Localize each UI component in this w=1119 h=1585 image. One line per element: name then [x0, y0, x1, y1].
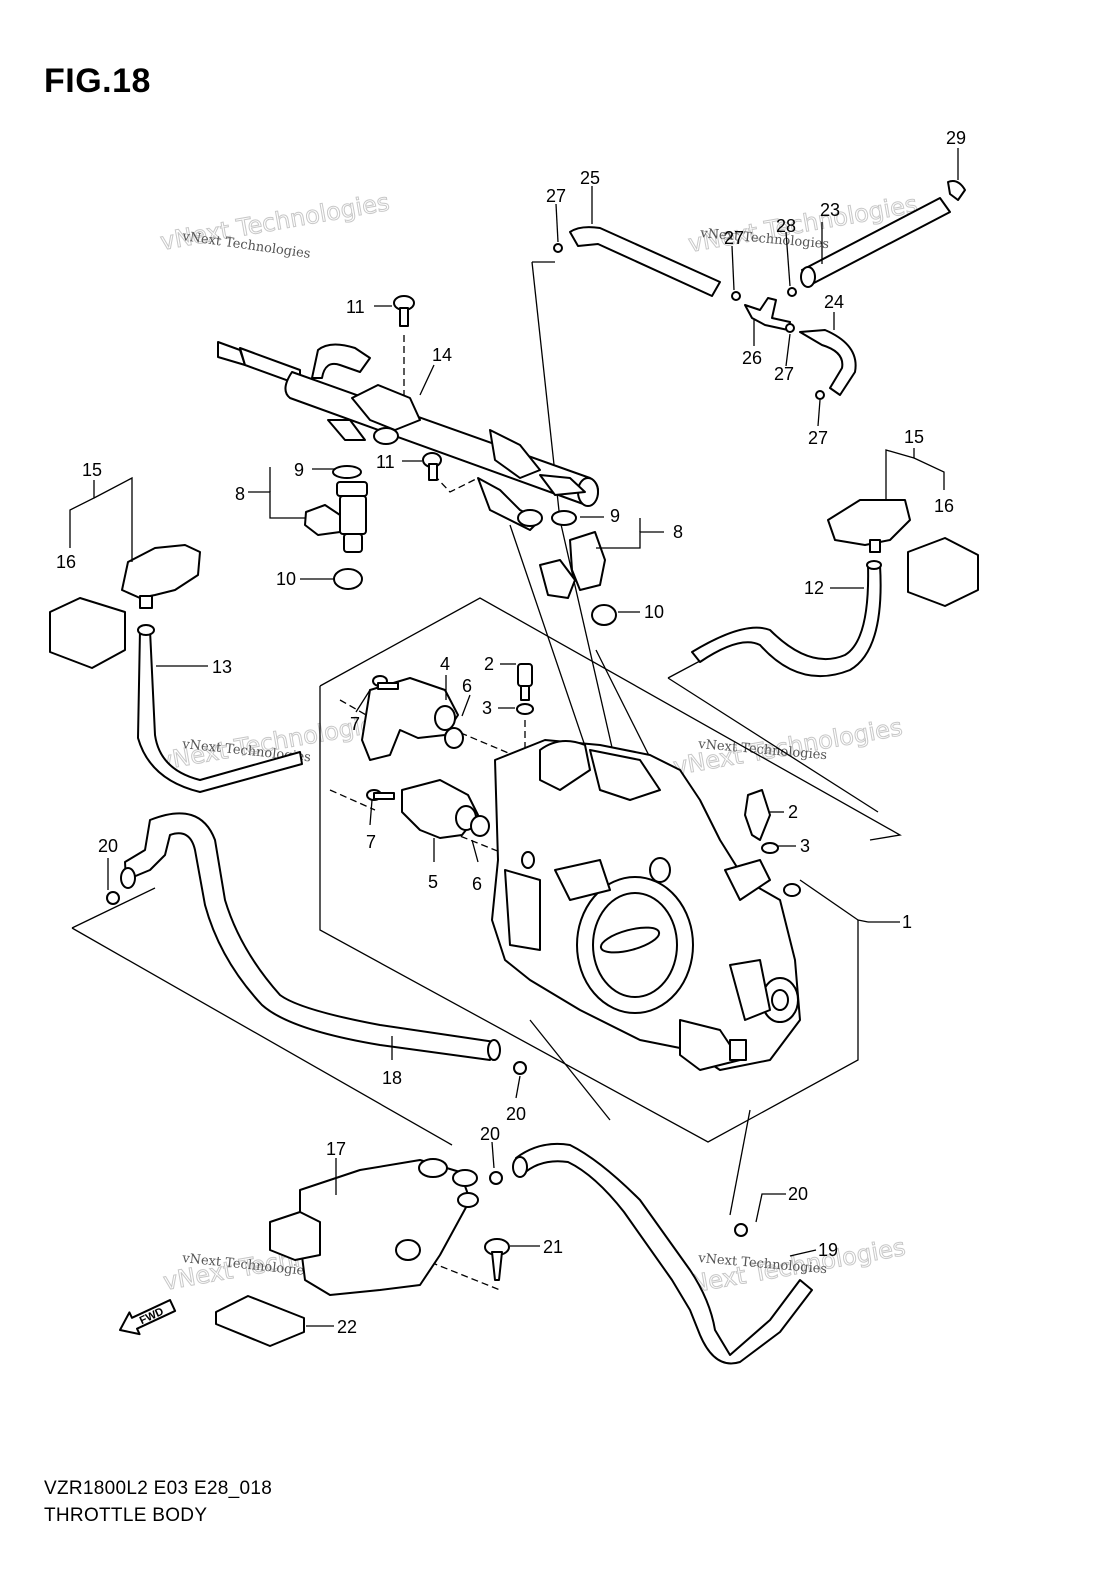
callout-22: 22	[337, 1317, 357, 1337]
callout-25: 25	[580, 168, 600, 188]
callout-20: 20	[506, 1104, 526, 1124]
callout-2: 2	[788, 802, 798, 822]
callout-17: 17	[326, 1139, 346, 1159]
fuel-injector-right	[539, 510, 617, 626]
callout-20: 20	[480, 1124, 500, 1144]
hose-12	[691, 560, 882, 678]
callout-4: 4	[440, 654, 450, 674]
figure-title: FIG.18	[44, 62, 151, 100]
idle-adjust-screw-top	[516, 663, 534, 715]
callout-3: 3	[482, 698, 492, 718]
callout-9: 9	[610, 506, 620, 526]
callout-5: 5	[428, 872, 438, 892]
model-code: VZR1800L2 E03 E28_018	[44, 1478, 273, 1499]
callout-15: 15	[82, 460, 102, 480]
idle-adjust-screw-right	[744, 789, 779, 854]
callout-21: 21	[543, 1237, 563, 1257]
pad-22	[215, 1295, 305, 1347]
hose-18	[120, 812, 501, 1061]
callout-11: 11	[346, 297, 365, 317]
hose-clamps	[106, 891, 748, 1237]
throttle-body-frame	[319, 597, 902, 1143]
callout-23: 23	[820, 200, 840, 220]
fwd-arrow-icon: FWD	[119, 1299, 177, 1336]
callout-14: 14	[432, 345, 452, 365]
leader-lines	[69, 148, 959, 1327]
callout-16: 16	[934, 496, 954, 516]
callout-10: 10	[644, 602, 664, 622]
callout-6: 6	[472, 874, 482, 894]
callout-15: 15	[904, 427, 924, 447]
callout-27: 27	[774, 364, 794, 384]
callout-19: 19	[818, 1240, 838, 1260]
callout-26: 26	[742, 348, 762, 368]
pressure-sensor-right	[827, 499, 979, 607]
fwd-label: FWD	[138, 1306, 166, 1327]
throttle-body-assembly	[491, 739, 801, 1071]
callout-7: 7	[350, 714, 360, 734]
callout-28: 28	[776, 216, 796, 236]
callout-29: 29	[946, 128, 966, 148]
fuel-injector-left	[304, 465, 368, 590]
sensor-screws	[366, 675, 399, 801]
callout-2: 2	[484, 654, 494, 674]
hose-19	[512, 1142, 813, 1365]
vacuum-hoses-top	[553, 180, 966, 400]
callout-8: 8	[235, 484, 245, 504]
callout-27: 27	[808, 428, 828, 448]
callout-1: 1	[902, 912, 912, 932]
screw-21	[484, 1238, 510, 1281]
fuel-delivery-pipe	[217, 341, 599, 531]
section-name: THROTTLE BODY	[44, 1505, 208, 1526]
callout-6: 6	[462, 676, 472, 696]
callout-9: 9	[294, 460, 304, 480]
callout-13: 13	[212, 657, 232, 677]
callout-16: 16	[56, 552, 76, 572]
screw-lower	[422, 452, 442, 481]
callout-8: 8	[673, 522, 683, 542]
callout-12: 12	[804, 578, 824, 598]
throttle-position-sensor	[361, 677, 464, 761]
hose-13	[137, 624, 303, 793]
callout-20: 20	[98, 836, 118, 856]
callout-24: 24	[824, 292, 844, 312]
callout-27: 27	[724, 228, 744, 248]
callout-numbers: 1 2 2 3 3 4 5 6 6 7 7 8 8 9 9 10 10 11 1…	[56, 128, 966, 1337]
callout-10: 10	[276, 569, 296, 589]
callout-3: 3	[800, 836, 810, 856]
screw-upper	[393, 295, 415, 327]
callout-18: 18	[382, 1068, 402, 1088]
fast-idle-valve	[269, 1158, 479, 1296]
callout-11: 11	[376, 452, 395, 472]
pressure-sensor-left	[49, 544, 201, 669]
secondary-throttle-sensor	[401, 779, 490, 839]
hose-18-frame	[71, 887, 611, 1146]
callout-27: 27	[546, 186, 566, 206]
callout-20: 20	[788, 1184, 808, 1204]
callout-7: 7	[366, 832, 376, 852]
